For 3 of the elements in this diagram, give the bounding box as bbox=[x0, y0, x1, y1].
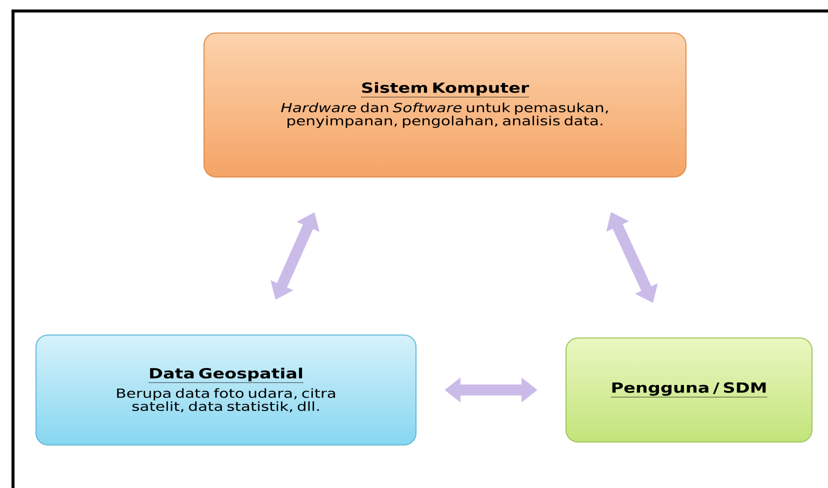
process-box: Data Geospatial Berupa data foto udara, citra satelit, data statistik, dll. bbox=[36, 334, 416, 446]
process-box: Sistem Komputer Hardware dan Software untuk pemasukan, penyimpanan, pengolahan, analisis data. bbox=[204, 32, 686, 178]
process-box: Pengguna / SDM bbox=[566, 338, 812, 442]
